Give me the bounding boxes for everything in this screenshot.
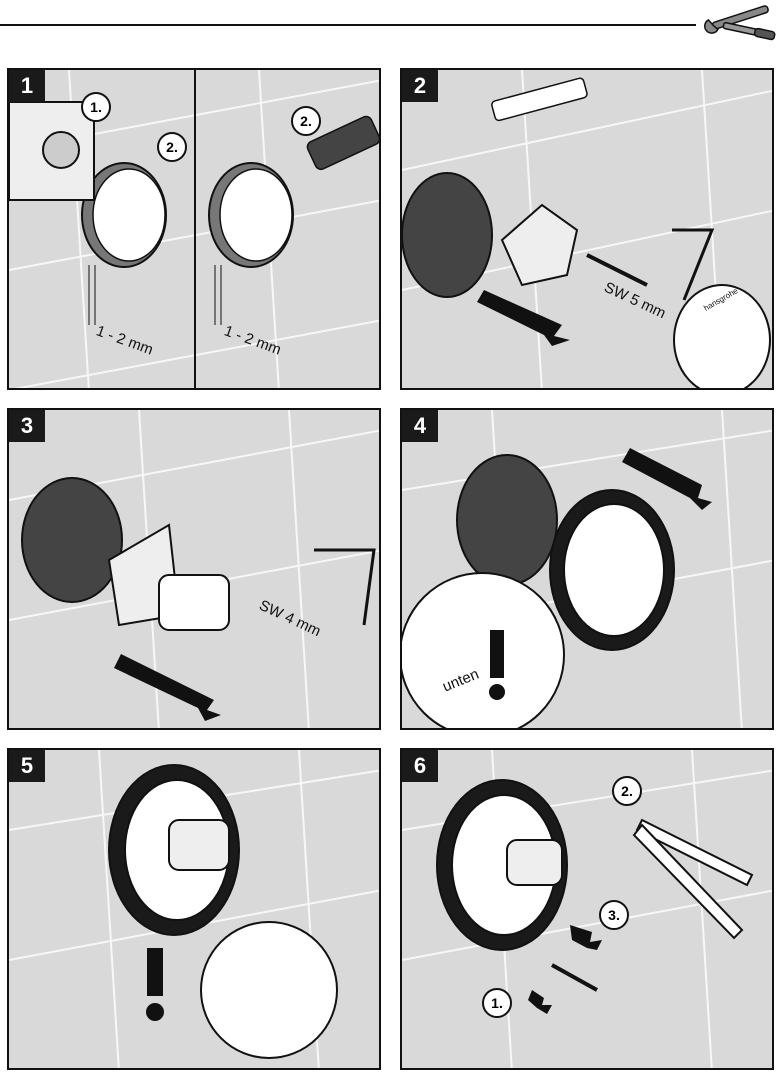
- panel-number: 4: [402, 410, 438, 442]
- step-2-marker: 2.: [612, 776, 642, 806]
- panel-number: 5: [9, 750, 45, 782]
- panel-number: 2: [402, 70, 438, 102]
- panel-1: 1 1. 2. 2. 1 - 2 mm 1 - 2 mm: [7, 68, 381, 390]
- step-3-marker: 3.: [599, 900, 629, 930]
- panel-4: 4 unten: [400, 408, 774, 730]
- panel-6: 6 1. 2. 3.: [400, 748, 774, 1070]
- header-rule: [0, 24, 696, 26]
- step-1-marker: 1.: [81, 92, 111, 122]
- step-2-marker: 2.: [157, 132, 187, 162]
- step-2-marker-right: 2.: [291, 106, 321, 136]
- panel-1-divider: [194, 70, 196, 388]
- tile-background: [9, 750, 379, 1068]
- panel-2: 2 SW 5 mm hansgrohe: [400, 68, 774, 390]
- tile-background: [9, 70, 379, 388]
- wrench-screwdriver-icon: [704, 5, 776, 41]
- panel-number: 3: [9, 410, 45, 442]
- tile-background: [402, 410, 772, 728]
- panel-number: 6: [402, 750, 438, 782]
- panel-3: 3 SW 4 mm: [7, 408, 381, 730]
- tile-background: [9, 410, 379, 728]
- tile-background: [402, 750, 772, 1068]
- step-1-marker: 1.: [482, 988, 512, 1018]
- panel-5: 5: [7, 748, 381, 1070]
- panel-number: 1: [9, 70, 45, 102]
- tile-background: [402, 70, 772, 388]
